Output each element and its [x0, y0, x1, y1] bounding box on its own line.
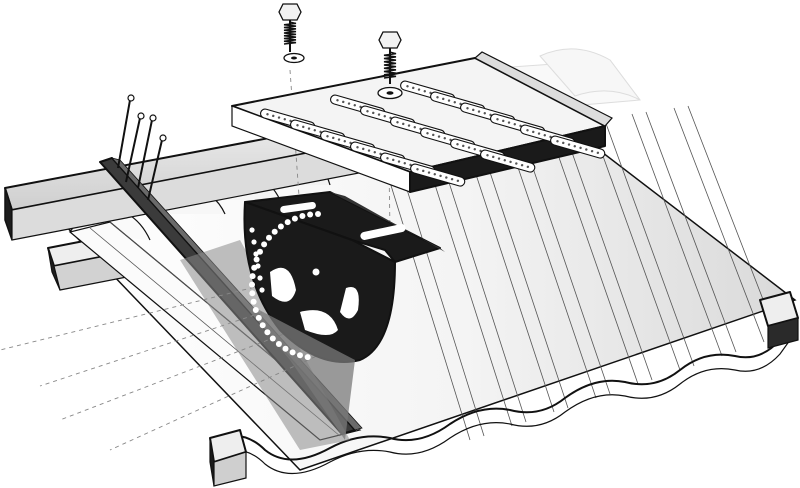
tile-rib [519, 129, 611, 395]
perforation-hole [257, 248, 263, 255]
roof-hook-bracket [240, 191, 445, 440]
tread-slots [260, 80, 606, 187]
tread-slot [480, 149, 536, 173]
perforation-hole [304, 354, 311, 361]
perforation-hole [291, 215, 298, 222]
perforation-hole [266, 234, 272, 241]
perforation-hole [269, 335, 276, 342]
perforation-hole [253, 251, 259, 257]
screw-icon [117, 94, 135, 169]
tile-rib [645, 111, 737, 353]
perforation-hole [284, 219, 291, 226]
perforation-hole [257, 275, 263, 281]
tile-rib [505, 131, 597, 399]
tile-rib [603, 117, 695, 367]
bracket-perforations [249, 211, 321, 361]
perforation-hole [249, 290, 256, 297]
spring-icon [283, 21, 297, 45]
perforation-hole [261, 241, 268, 248]
perforation-hole [271, 228, 278, 235]
tile-front-profile [219, 325, 791, 461]
perforation-hole [315, 211, 321, 217]
perforation-hole [250, 298, 257, 305]
perforation-hole [259, 322, 266, 329]
perforation-hole [255, 263, 261, 269]
perforation-hole [264, 329, 271, 336]
hex-bolt-icon [377, 31, 403, 100]
perforation-hole [275, 341, 282, 347]
perforation-hole [297, 352, 303, 359]
bracket-cutout [300, 310, 338, 335]
perforation-hole [249, 273, 256, 280]
front-batten-left [209, 429, 247, 487]
perforation-hole [259, 287, 265, 293]
perforation-hole [255, 314, 262, 321]
tile-rib [379, 149, 471, 441]
screw-icon [125, 112, 145, 183]
tile-rib [393, 147, 485, 437]
tile-rib [435, 141, 527, 423]
perforation-hole [299, 213, 306, 219]
perforation-hole [253, 256, 260, 263]
bracket-cutout [270, 267, 296, 302]
screw-icon [147, 134, 167, 201]
bracket-hole [312, 268, 320, 276]
bolts [278, 3, 403, 100]
front-batten-right [759, 291, 799, 349]
perforation-hole [289, 349, 296, 356]
perforation-hole [277, 223, 284, 230]
perforation-hole [307, 211, 314, 218]
flange-slot [360, 224, 406, 240]
tread-slot [410, 163, 466, 187]
hex-bolt-icon [278, 3, 305, 64]
perforation-hole [251, 239, 257, 245]
tile-rib [631, 113, 723, 357]
tile-rib [463, 137, 555, 413]
tread-slot [550, 135, 606, 159]
perforation-hole [282, 345, 289, 352]
perforation-hole [249, 227, 255, 233]
bracket-cutout [340, 286, 359, 319]
flange-slot [280, 201, 316, 214]
tile-rib [477, 135, 569, 409]
tile-rib [589, 119, 681, 371]
spring-icon [383, 51, 397, 79]
tile-rib [547, 125, 639, 385]
tile-rib [561, 123, 653, 381]
perforation-hole [249, 281, 255, 288]
step-grating [231, 51, 613, 193]
tile-rib [421, 143, 513, 427]
strap-screws [117, 94, 167, 201]
screw-icon [137, 114, 157, 189]
perforation-hole [252, 307, 259, 313]
tile-rib [673, 107, 765, 343]
